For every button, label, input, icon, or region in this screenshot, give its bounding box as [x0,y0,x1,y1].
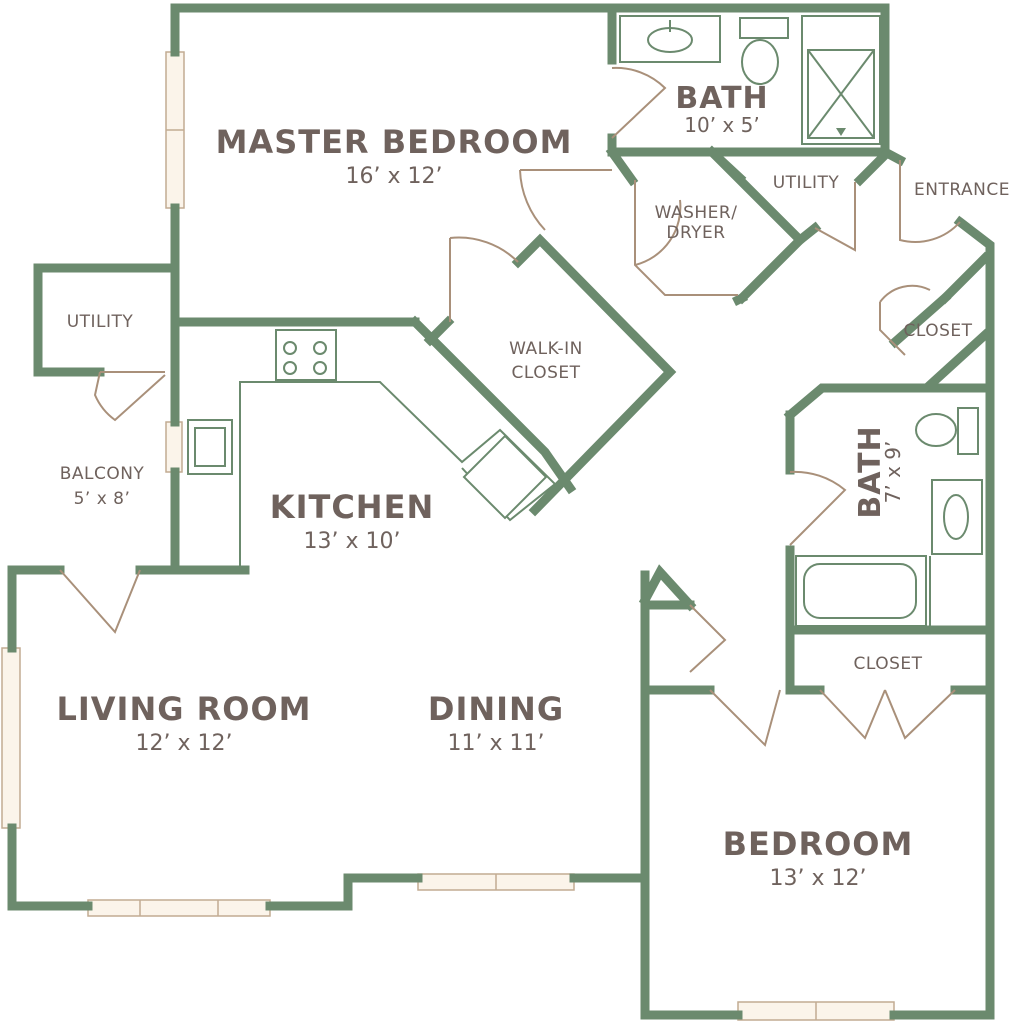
walls [7,3,995,1020]
washer-label-1: WASHER/ [655,203,738,223]
living-room-dims: 12’ x 12’ [136,731,233,756]
closet-entry-label: CLOSET [903,321,972,341]
balcony-dims: 5’ x 8’ [74,489,131,509]
bedroom-name: BEDROOM [723,825,914,863]
kitchen-name: KITCHEN [270,488,434,526]
washer-label-2: DRYER [666,223,725,243]
balcony-name: BALCONY [60,464,145,484]
kitchen-counter [239,381,557,570]
walk-in-label-1: WALK-IN [509,339,583,359]
window-living-bottom [87,899,271,917]
bedroom-dims: 13’ x 12’ [770,866,867,891]
window-kitchen-balcony [165,421,183,473]
sink-icon-2 [931,479,983,555]
toilet-icon-2 [957,407,979,455]
bath2-name: BATH [853,425,888,518]
closet-bedroom-label: CLOSET [853,654,922,674]
window-living-room [1,647,21,829]
shower-icon [801,15,881,145]
utility-left-label: UTILITY [67,312,134,332]
bathtub-icon [795,555,927,627]
doors [59,66,961,747]
walk-in-label-2: CLOSET [511,363,580,383]
master-bedroom-dims: 16’ x 12’ [346,164,443,189]
dining-name: DINING [428,690,564,728]
master-bath-name: BATH [675,81,768,116]
dining-dims: 11’ x 11’ [448,731,545,756]
fridge-icon [462,434,548,520]
master-bath-dims: 10’ x 5’ [684,113,759,137]
kitchen-dims: 13’ x 10’ [304,529,401,554]
utility-top-label: UTILITY [773,173,840,193]
bath2-dims: 7’ x 9’ [881,441,905,504]
entrance-label: ENTRANCE [914,180,1010,200]
living-room-name: LIVING ROOM [56,690,311,728]
toilet-icon [739,17,789,39]
labels: MASTER BEDROOM 16’ x 12’ BATH 10’ x 5’ U… [56,81,1009,891]
fixtures [187,15,983,627]
master-bedroom-name: MASTER BEDROOM [216,123,573,161]
